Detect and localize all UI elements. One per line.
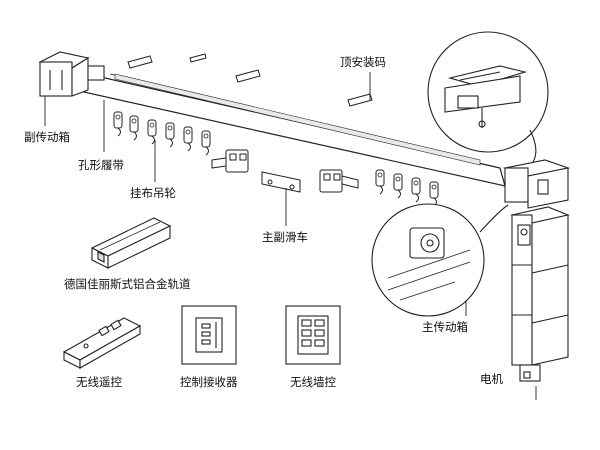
label-motor: 电机: [480, 372, 503, 386]
master-slave-carriage-drawing: [211, 149, 359, 193]
control-receiver-drawing: [181, 305, 237, 365]
label-wireless-remote: 无线遥控: [76, 375, 122, 389]
label-main-drive-box: 主传动箱: [422, 320, 468, 334]
hook-wheels-left: [113, 111, 211, 156]
leader-lines: [44, 72, 537, 400]
label-top-mount-clip: 顶安装码: [340, 55, 386, 69]
label-secondary-drive-box: 副传动箱: [24, 130, 70, 144]
label-curtain-hook-wheel: 挂布吊轮: [130, 186, 176, 200]
top-mount-clips: [127, 53, 373, 107]
main-drive-box-drawing: [502, 159, 571, 209]
wireless-remote-drawing: [62, 317, 142, 369]
label-belt-tube: 孔形履带: [78, 158, 124, 172]
motor-drawing: [510, 206, 570, 382]
aluminum-track-drawing: [90, 217, 172, 269]
label-control-receiver: 控制接收器: [180, 375, 238, 389]
label-wireless-wall-switch: 无线墙控: [290, 375, 336, 389]
secondary-drive-box-drawing: [38, 51, 105, 97]
label-aluminum-track: 德国佳丽斯式铝合金轨道: [64, 277, 191, 291]
hook-wheels-right: [375, 169, 439, 207]
wireless-wall-switch-drawing: [285, 305, 341, 365]
label-master-slave-carriage: 主副滑车: [262, 230, 308, 244]
mount-detail-circle: [427, 31, 549, 163]
drive-detail-circle: [371, 203, 509, 317]
main-rail: [69, 69, 506, 187]
